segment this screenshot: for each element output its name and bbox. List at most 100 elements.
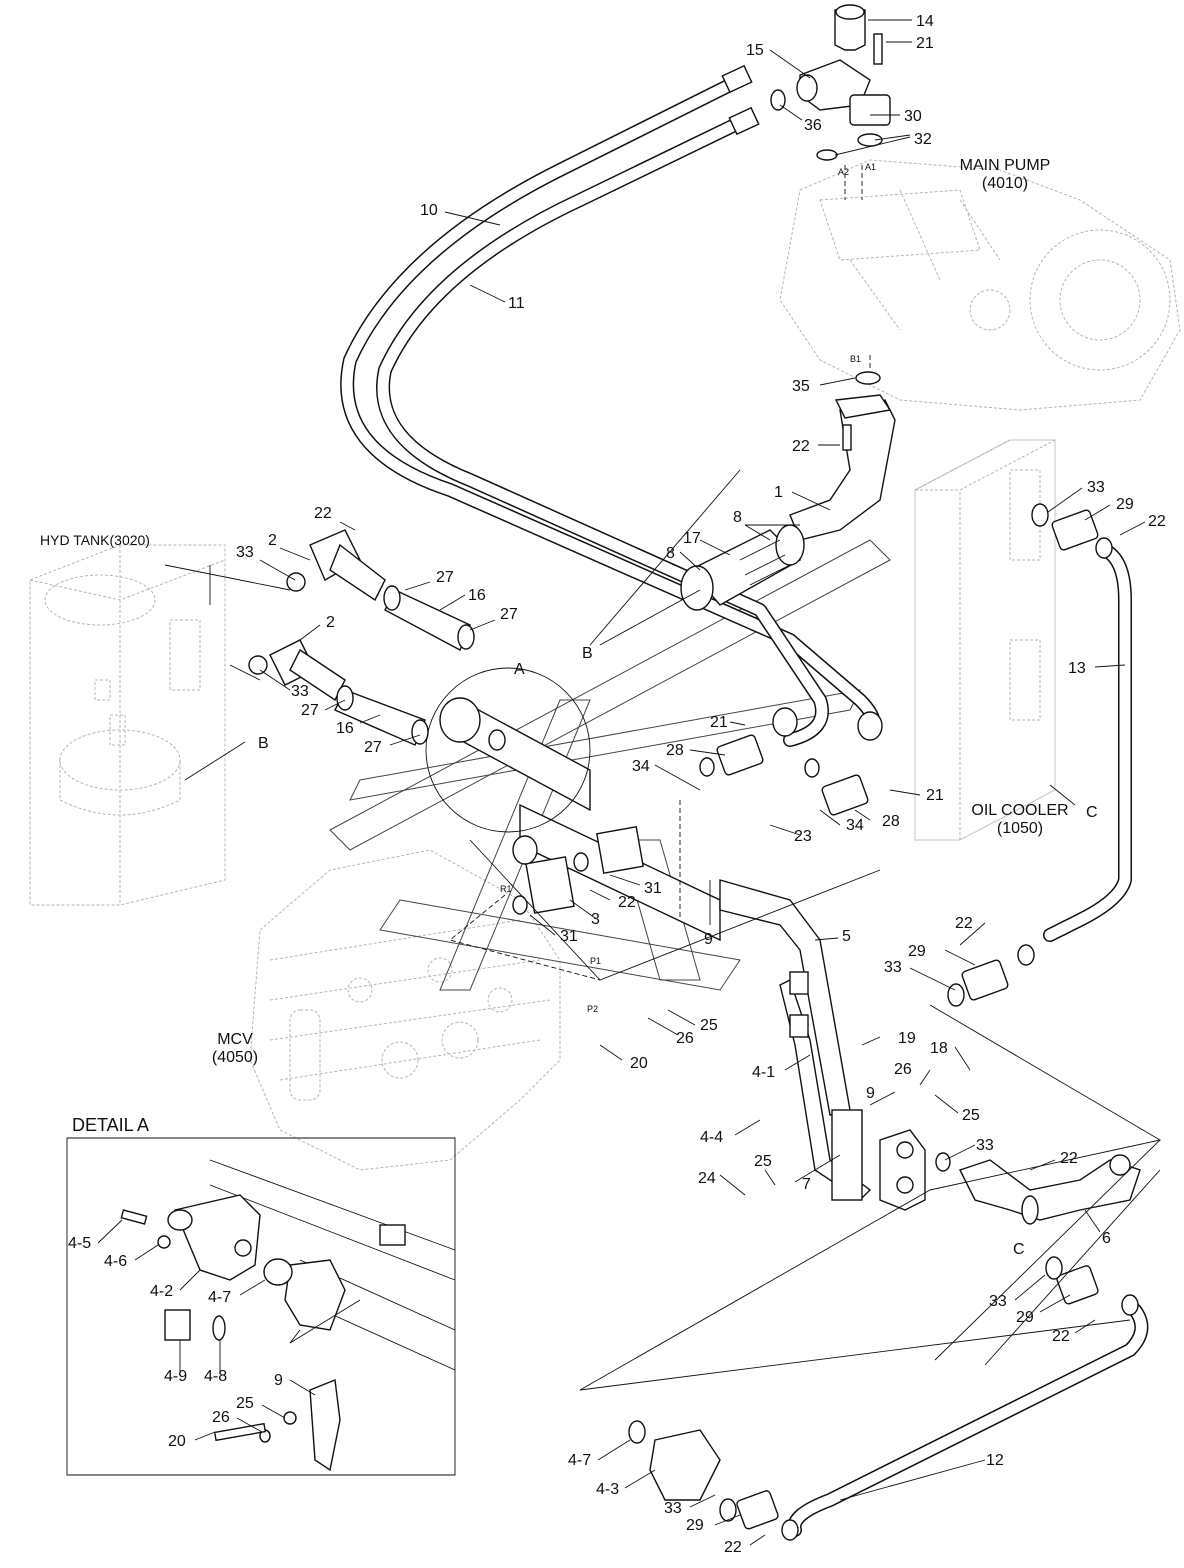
callout: 30 — [904, 108, 922, 125]
detail-callout: 25 — [236, 1395, 254, 1412]
port-a1: A1 — [865, 162, 876, 172]
hose-13 — [1017, 537, 1132, 966]
callout: A — [514, 661, 525, 678]
callout: B — [258, 735, 269, 752]
callout: 8 — [733, 509, 742, 526]
callout: 26 — [894, 1061, 912, 1078]
callout: 21 — [916, 35, 934, 52]
callout: 17 — [683, 530, 701, 547]
callout: 4-3 — [596, 1481, 619, 1498]
callout: 33 — [976, 1137, 994, 1154]
suction-filter-17 — [680, 524, 805, 611]
callout: 27 — [364, 739, 382, 756]
callout: 29 — [908, 943, 926, 960]
hose-11 — [376, 113, 829, 747]
callout: 21 — [926, 787, 944, 804]
callout: 33 — [884, 959, 902, 976]
callout: 3 — [591, 911, 600, 928]
detail-a-labels: 4-5 4-6 4-2 4-7 4-8 4-9 9 25 26 20 — [68, 1235, 283, 1450]
detail-callout: 4-2 — [150, 1283, 173, 1300]
callout: 6 — [1102, 1230, 1111, 1247]
callout: 11 — [508, 295, 525, 312]
callout: 29 — [686, 1517, 704, 1534]
callout: 9 — [866, 1085, 875, 1102]
callout: 27 — [301, 702, 319, 719]
callout: 25 — [962, 1107, 980, 1124]
oil-cooler-code: (1050) — [997, 820, 1043, 837]
detail-callout: 26 — [212, 1409, 230, 1426]
callout: 33 — [989, 1293, 1007, 1310]
hyd-tank-label: HYD TANK(3020) — [40, 532, 150, 548]
callout-labels: 14 21 15 30 36 32 10 11 35 22 1 8 17 8 B… — [236, 13, 1166, 1556]
callout: B — [582, 645, 593, 662]
detail-callout: 4-8 — [204, 1368, 227, 1385]
callout: 23 — [794, 828, 812, 845]
oil-cooler-label: OIL COOLER — [971, 802, 1068, 819]
callout: C — [1013, 1241, 1025, 1258]
callout: 22 — [955, 915, 973, 932]
detail-callout: 9 — [274, 1372, 283, 1389]
main-pump-label: MAIN PUMP — [960, 157, 1051, 174]
detail-callout: 4-7 — [208, 1289, 231, 1306]
callout: 24 — [698, 1170, 716, 1187]
port-labels: A2 A1 B1 R1 P1 P2 — [500, 162, 876, 1014]
callout: 7 — [802, 1176, 811, 1193]
callout: 16 — [468, 587, 486, 604]
port-r1: R1 — [500, 884, 512, 894]
component-labels: MAIN PUMP (4010) HYD TANK(3020) OIL COOL… — [40, 157, 1069, 1135]
callout: 33 — [1087, 479, 1105, 496]
suction-pipe-1 — [789, 371, 896, 541]
port-a2: A2 — [838, 167, 849, 177]
callout: 8 — [666, 545, 675, 562]
detail-a-box — [66, 1137, 456, 1476]
callout: 4-7 — [568, 1452, 591, 1469]
callout: 22 — [792, 438, 810, 455]
tank-pipes — [248, 529, 475, 746]
callout: 28 — [666, 742, 684, 759]
watermark — [329, 539, 891, 991]
callout: 27 — [436, 569, 454, 586]
callout: 20 — [630, 1055, 648, 1072]
callout: 4-1 — [752, 1064, 775, 1081]
hose-fittings-top — [721, 64, 883, 741]
callout: 5 — [842, 928, 851, 945]
callout: 1 — [774, 484, 783, 501]
main-pump-ghost — [779, 159, 1181, 411]
callout: 22 — [1148, 513, 1166, 530]
callout: 36 — [804, 117, 822, 134]
callout: 22 — [1060, 1150, 1078, 1167]
callout: 32 — [914, 131, 932, 148]
callout: 22 — [724, 1539, 742, 1556]
callout: 29 — [1116, 496, 1134, 513]
callout: 25 — [754, 1153, 772, 1170]
pipe-5 — [719, 879, 851, 1116]
port-p1: P1 — [590, 956, 601, 966]
callout: 35 — [792, 378, 810, 395]
detail-a-circle — [425, 667, 591, 833]
callout: 33 — [236, 544, 254, 561]
callout: 22 — [618, 894, 636, 911]
mcv-label: MCV — [217, 1031, 253, 1048]
callout: 34 — [632, 758, 650, 775]
pipe-4-1 — [779, 971, 872, 1201]
detail-callout: 4-6 — [104, 1253, 127, 1270]
leader-lines — [97, 19, 1162, 1546]
split-flanges — [512, 503, 1099, 1530]
callout: 22 — [1052, 1328, 1070, 1345]
flange-7 — [879, 1129, 926, 1211]
mcv-code: (4050) — [212, 1049, 258, 1066]
callout: 14 — [916, 13, 934, 30]
callout: 13 — [1068, 660, 1086, 677]
detail-a-title: DETAIL A — [72, 1115, 149, 1135]
callout: 18 — [930, 1040, 948, 1057]
manifold-3 — [439, 697, 721, 942]
callout: 15 — [746, 42, 764, 59]
detail-callout: 4-5 — [68, 1235, 91, 1252]
callout: 33 — [664, 1500, 682, 1517]
hose-12 — [781, 1294, 1149, 1541]
callout: 25 — [700, 1017, 718, 1034]
callout: 21 — [710, 714, 728, 731]
pipe-6 — [959, 1154, 1141, 1225]
callout: 10 — [420, 202, 438, 219]
